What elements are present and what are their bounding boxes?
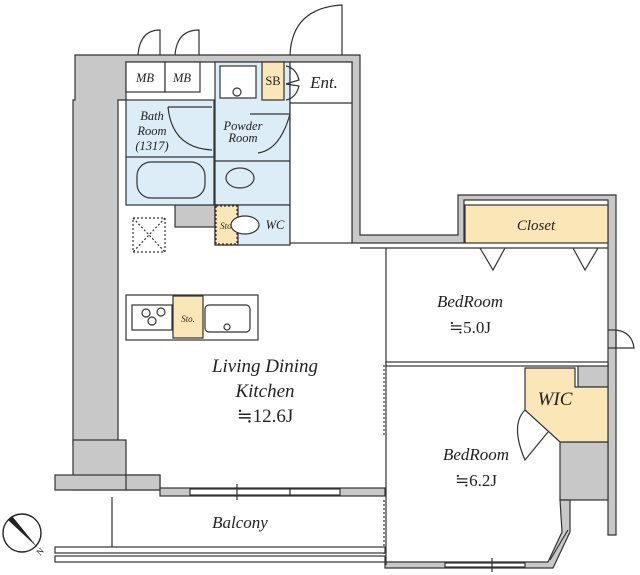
shoe-box-label: SB bbox=[265, 74, 280, 88]
powder-label: Powder bbox=[223, 119, 263, 133]
bedroom1-label: BedRoom bbox=[437, 292, 503, 311]
closet-label: Closet bbox=[517, 218, 556, 234]
meter-box-1 bbox=[125, 61, 166, 93]
bath-door-icon bbox=[167, 106, 213, 151]
wic-label: WIC bbox=[538, 389, 573, 410]
bedroom1-area: ≒5.0J bbox=[449, 318, 491, 337]
ldk-window-2 bbox=[289, 488, 341, 496]
toilet-icon bbox=[230, 215, 260, 235]
burner-icon bbox=[147, 316, 157, 326]
wall-step bbox=[125, 474, 161, 491]
burner-icon bbox=[141, 308, 151, 318]
walk-in-closet bbox=[524, 367, 609, 443]
meter-door-icon bbox=[174, 29, 200, 56]
burner-icon bbox=[156, 307, 166, 317]
bedroom-window bbox=[444, 562, 526, 568]
powder-door-icon bbox=[250, 113, 291, 154]
closet-door-icon bbox=[479, 247, 599, 272]
bedroom2-label: BedRoom bbox=[443, 445, 509, 464]
bedroom-pillar bbox=[559, 441, 609, 501]
balcony-railing bbox=[54, 546, 386, 554]
meter-door-icon bbox=[137, 29, 161, 56]
pipe-space bbox=[132, 217, 166, 253]
bedroom-door-icon bbox=[608, 329, 635, 349]
shoebox-door-icon bbox=[285, 65, 300, 101]
wc-storage-label: Sto. bbox=[220, 221, 234, 231]
compass-icon: N bbox=[2, 513, 46, 557]
powder-label: Room bbox=[227, 131, 257, 145]
washbasin-icon bbox=[225, 167, 255, 189]
bath-size-label: (1317) bbox=[135, 139, 168, 153]
bedroom-partition bbox=[385, 361, 609, 367]
sink-icon bbox=[204, 304, 251, 333]
bath-wall bbox=[174, 204, 216, 228]
meter-box-label: MB bbox=[135, 71, 154, 85]
bath-label: Bath bbox=[140, 109, 164, 123]
wc-label: WC bbox=[266, 218, 285, 232]
entrance-label: Ent. bbox=[309, 73, 338, 92]
entrance-hall bbox=[289, 61, 353, 244]
washer-space bbox=[219, 65, 257, 99]
bay-window bbox=[549, 529, 569, 561]
compass-north-label: N bbox=[34, 545, 46, 557]
bath-label: Room bbox=[136, 124, 166, 138]
ldk-label: Kitchen bbox=[234, 381, 294, 402]
kitchen-storage bbox=[172, 295, 204, 339]
wic-wall bbox=[577, 364, 609, 388]
ldk-area: ≒12.6J bbox=[237, 406, 294, 427]
entrance-door-icon bbox=[289, 4, 343, 56]
shoe-box bbox=[261, 61, 285, 101]
pipe-space-cross-icon bbox=[132, 217, 166, 253]
bay-wall bbox=[384, 499, 571, 569]
balcony-railing bbox=[54, 555, 386, 563]
ldk-window bbox=[189, 488, 291, 496]
bathtub-icon bbox=[136, 161, 206, 199]
ldk-label: Living Dining bbox=[211, 356, 318, 377]
wic-door-icon bbox=[516, 409, 549, 462]
balcony-label: Balcony bbox=[212, 513, 268, 532]
meter-box-label: MB bbox=[172, 71, 191, 85]
kitchen-storage-label: Sto. bbox=[181, 314, 195, 324]
closet bbox=[464, 204, 609, 244]
bedroom2-area: ≒6.2J bbox=[455, 471, 497, 490]
meter-box-2 bbox=[164, 61, 201, 93]
drain-icon bbox=[232, 87, 242, 97]
sink-drain-icon bbox=[223, 323, 231, 331]
